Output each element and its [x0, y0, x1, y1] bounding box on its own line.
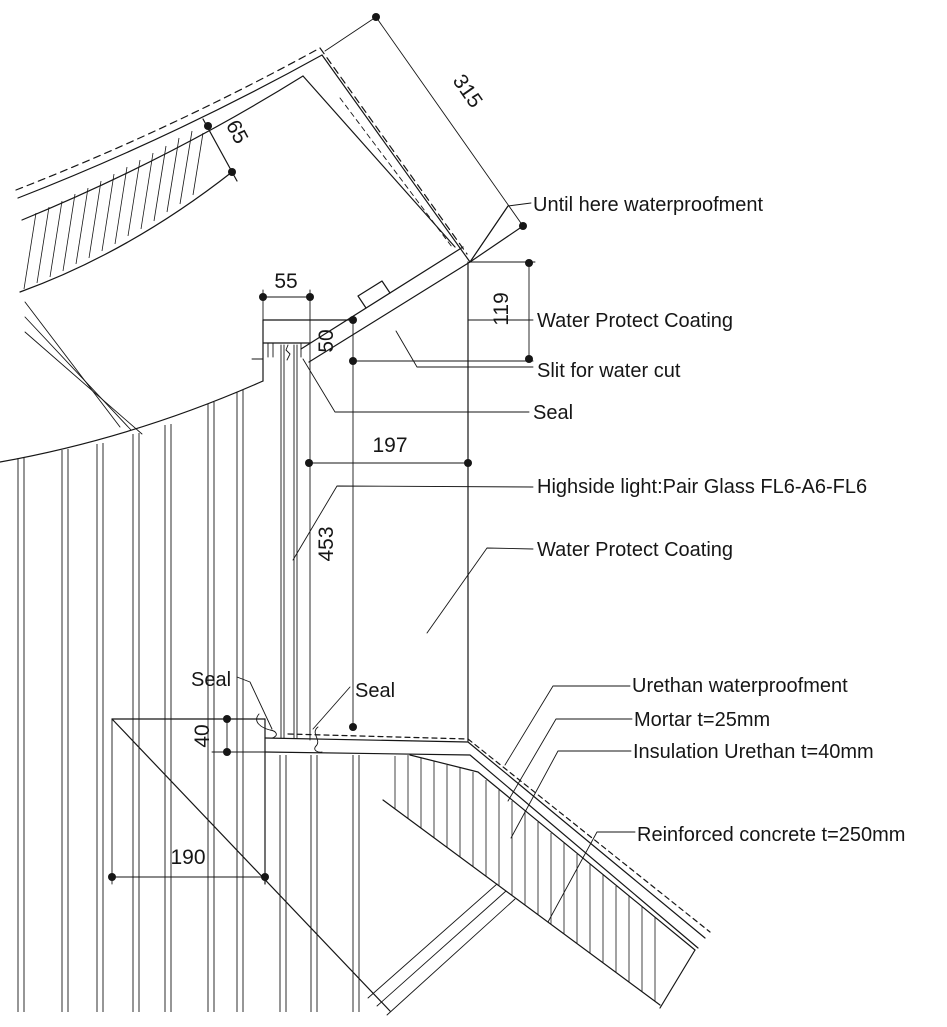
- sill-capping-top: [264, 737, 706, 939]
- head-seal-bead: [285, 344, 291, 361]
- label-seal-sill-right: Seal: [355, 680, 395, 702]
- label-slit-for-water-cut: Slit for water cut: [537, 360, 681, 382]
- dim-text-190: 190: [170, 846, 205, 869]
- wall-below-section-lines: [367, 883, 516, 1016]
- label-water-protect-coating-lower: Water Protect Coating: [537, 539, 733, 561]
- band-outer-edge: [321, 54, 471, 263]
- leader-seal-right: [312, 686, 351, 730]
- label-urethan-waterproofment: Urethan waterproofment: [632, 675, 848, 697]
- band-inner-dashed: [339, 97, 453, 248]
- roof-slab-bottom-curve: [19, 171, 233, 293]
- roof-slab-hatching: [23, 130, 204, 290]
- roof-slab-top-curve: [21, 75, 304, 221]
- band-waterproofing-dashed: [319, 47, 468, 255]
- slab-cut-end: [659, 949, 696, 1009]
- insulation-bottom-concrete-top: [409, 754, 696, 951]
- leader-urethan: [504, 685, 631, 766]
- window-head-and-glazing: [251, 246, 471, 741]
- flashing-lower-edge: [308, 261, 471, 363]
- slit-water-cut-profile: [357, 280, 391, 309]
- roof-surface-curve: [17, 54, 323, 199]
- dim-text-40: 40: [191, 724, 214, 747]
- leader-insulation: [510, 750, 632, 839]
- dim-text-50: 50: [315, 329, 338, 352]
- dim-text-453: 453: [315, 526, 338, 561]
- urethan-waterproofing-dashed: [287, 733, 711, 933]
- sill-and-parapet: [111, 713, 706, 1012]
- leader-until-here: [469, 202, 532, 263]
- sill-seal-right-bead: [314, 726, 323, 753]
- flashing-upper-edge: [300, 246, 464, 350]
- dimension-lines: [108, 13, 536, 881]
- leader-mortar: [507, 718, 633, 802]
- band-dim-extension: [469, 225, 524, 263]
- leader-lines: [236, 202, 636, 923]
- dim-text-55: 55: [274, 270, 297, 293]
- sloping-slab-layers: [287, 733, 711, 1016]
- leader-slit: [395, 330, 534, 368]
- concrete-bottom: [382, 799, 661, 1006]
- sill-capping-bottom: [264, 751, 699, 949]
- leader-water-protect-lower: [426, 547, 534, 634]
- dimension-dots: [108, 13, 533, 881]
- label-seal-sill-left: Seal: [191, 669, 231, 691]
- label-reinforced-concrete: Reinforced concrete t=250mm: [637, 824, 905, 846]
- label-seal-upper: Seal: [533, 402, 573, 424]
- roof-edge-elevation-lines: [24, 301, 143, 435]
- dim-text-119: 119: [490, 292, 513, 325]
- raised-roof-band: [302, 47, 524, 263]
- dim-text-197: 197: [372, 434, 407, 457]
- sill-seal-left-bead: [256, 713, 277, 739]
- label-mortar: Mortar t=25mm: [634, 709, 770, 731]
- annotation-texts: Until here waterproofment Water Protect …: [191, 194, 905, 846]
- break-line-diagonal: [111, 718, 391, 1012]
- wall-top-curve: [0, 380, 264, 463]
- leader-concrete: [547, 831, 636, 923]
- leader-seal-left: [236, 676, 273, 730]
- leader-seal-upper: [302, 358, 530, 413]
- label-insulation-urethan: Insulation Urethan t=40mm: [633, 741, 874, 763]
- label-water-protect-coating-upper: Water Protect Coating: [537, 310, 733, 332]
- upper-roof-slab: [15, 47, 323, 293]
- dimension-texts: 315 65 55 50 119 197 453 40 190: [170, 70, 513, 869]
- dim-315-extension: [324, 16, 377, 52]
- dim-315-line: [375, 16, 524, 227]
- wall-panel-joints: [17, 390, 360, 1012]
- dim-text-315: 315: [448, 70, 487, 112]
- roof-waterproofing-dashed-curve: [15, 47, 321, 191]
- label-highside-light: Highside light:Pair Glass FL6-A6-FL6: [537, 476, 867, 498]
- wall-elevation: [0, 301, 360, 1012]
- label-until-here-waterproofment: Until here waterproofment: [533, 194, 764, 216]
- leader-highside-light: [292, 485, 534, 561]
- band-inner-edge: [302, 75, 456, 248]
